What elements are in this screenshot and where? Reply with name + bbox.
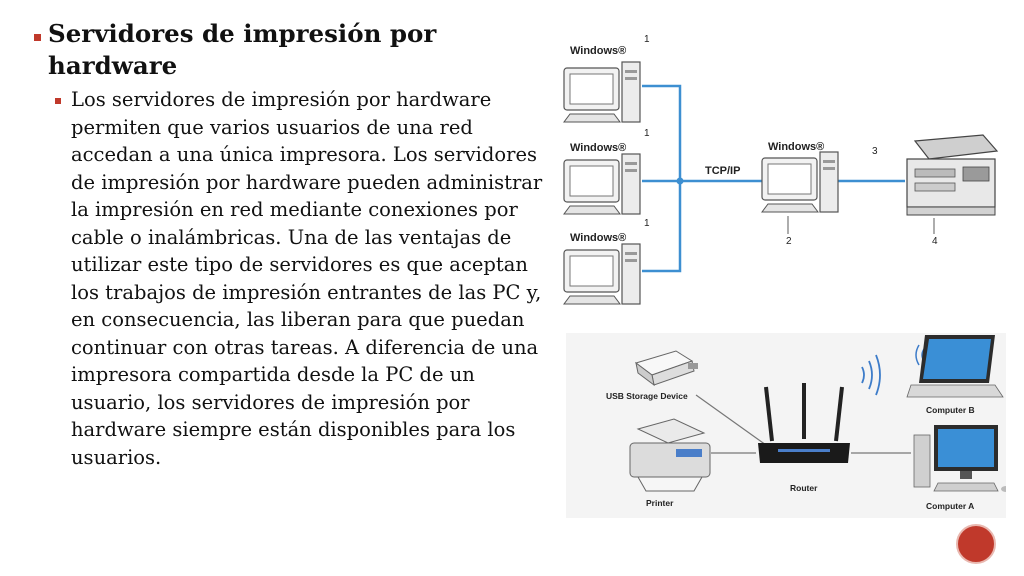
pc2-number: 1 (644, 128, 650, 139)
pc-icon (563, 153, 641, 215)
computer-a-label: Computer A (926, 501, 974, 511)
page-number-badge (956, 524, 996, 564)
slide-heading: Servidores de impresión por hardware (48, 19, 437, 80)
desktop-computer-icon (913, 425, 1006, 492)
server-number: 2 (786, 236, 792, 247)
printer-label: Printer (646, 498, 674, 508)
connection-lines (695, 394, 911, 454)
pc3-os-label: Windows® (570, 232, 626, 244)
bullet-square-icon (34, 34, 41, 41)
laptop-icon (906, 335, 1004, 398)
printer-icon (906, 134, 999, 216)
body-block: Los servidores de impresión por hardware… (55, 86, 555, 471)
pc-icon (563, 61, 641, 123)
pc1-number: 1 (644, 34, 650, 45)
computer-b-label: Computer B (926, 405, 975, 415)
server-os-label: Windows® (768, 141, 824, 153)
protocol-label: TCP/IP (705, 165, 740, 177)
bullet-square-icon (55, 98, 61, 104)
wifi-signal-icon (861, 354, 881, 396)
router-icon (758, 383, 850, 463)
router-label: Router (790, 483, 818, 493)
body-text: Los servidores de impresión por hardware… (71, 88, 543, 469)
network-diagram: Windows® 1 Windows® 1 Windows® 1 TCP/IP (563, 34, 999, 305)
pc3-number: 1 (644, 218, 650, 229)
wireless-router-diagram: USB Storage Device Printer Router (566, 333, 1006, 518)
usb-storage-icon (634, 350, 698, 387)
pc2-os-label: Windows® (570, 142, 626, 154)
heading-block: Servidores de impresión por hardware (34, 18, 554, 82)
printer-icon (629, 418, 711, 492)
printer-number: 4 (932, 236, 938, 247)
usb-label: USB Storage Device (606, 391, 688, 401)
pc-icon (563, 243, 641, 305)
link-number: 3 (872, 146, 878, 157)
junction-dot (676, 177, 684, 185)
pc1-os-label: Windows® (570, 45, 626, 57)
print-server-pc-icon (761, 151, 839, 213)
